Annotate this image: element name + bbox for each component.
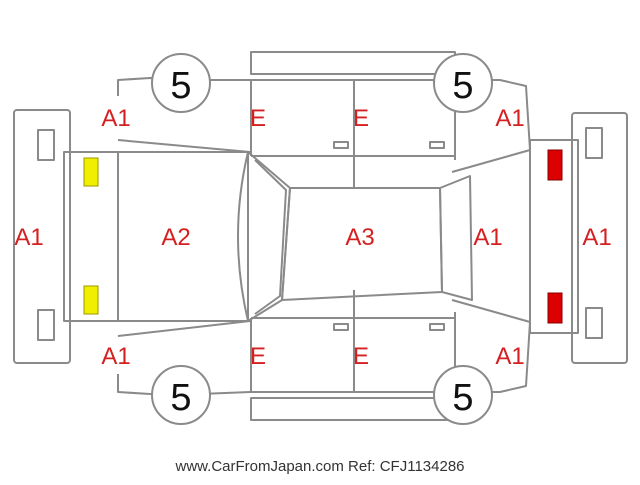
label-front-bumper: A1 xyxy=(14,224,43,251)
tire-rear-right-grade: 5 xyxy=(452,377,473,419)
door-handle-bottom-1 xyxy=(333,323,349,331)
roof-rail-top xyxy=(250,51,456,75)
front-bumper-shape xyxy=(13,109,71,364)
tires: 5 5 5 5 xyxy=(151,53,493,425)
tire-rear-right-circle xyxy=(433,365,493,425)
tire-rear-left-grade: 5 xyxy=(452,65,473,107)
rear-bumper-shape xyxy=(571,112,628,364)
taillamp-right xyxy=(547,292,563,324)
lamps xyxy=(83,149,563,324)
hood-panel xyxy=(117,151,249,322)
side-cowl-bottom xyxy=(117,320,251,337)
door-handle-bottom-2 xyxy=(429,323,445,331)
headlamp-left xyxy=(83,157,99,187)
label-door-rear-right: E xyxy=(353,343,369,370)
label-rear-bumper: A1 xyxy=(582,224,611,251)
rear-end-strip xyxy=(529,139,579,334)
door-handle-top-1 xyxy=(333,141,349,149)
label-rear-left-quarter: A1 xyxy=(495,105,524,132)
tire-rear-left-circle xyxy=(433,53,493,113)
label-door-front-left: E xyxy=(250,105,266,132)
reference-footer: www.CarFromJapan.com Ref: CFJ1134286 xyxy=(175,458,465,475)
tire-front-right-circle xyxy=(151,365,211,425)
front-bumper-slot-bottom xyxy=(37,309,55,341)
label-rear-right-quarter: A1 xyxy=(495,343,524,370)
label-hood: A2 xyxy=(161,224,190,251)
door-handle-top-2 xyxy=(429,141,445,149)
label-rear-hatch: A1 xyxy=(473,224,502,251)
taillamp-left xyxy=(547,149,563,181)
roof-rail-bottom xyxy=(250,397,456,421)
front-bumper-slot-top xyxy=(37,129,55,161)
label-door-front-right: E xyxy=(250,343,266,370)
label-roof: A3 xyxy=(345,224,374,251)
side-cowl-top xyxy=(117,139,251,153)
tire-front-left-grade: 5 xyxy=(170,65,191,107)
headlamp-right xyxy=(83,285,99,315)
rear-bumper-slot-bottom xyxy=(585,307,603,339)
tire-front-right-grade: 5 xyxy=(170,377,191,419)
windshield-inner xyxy=(254,159,287,315)
damage-labels: A1 A1 A1 A1 A1 A1 A2 A3 A1 E E E E xyxy=(14,105,611,370)
tire-front-left-circle xyxy=(151,53,211,113)
label-front-right-fender: A1 xyxy=(101,343,130,370)
label-front-left-fender: A1 xyxy=(101,105,130,132)
label-door-rear-left: E xyxy=(353,105,369,132)
rear-glass xyxy=(439,175,473,301)
rear-bumper-slot-top xyxy=(585,127,603,159)
